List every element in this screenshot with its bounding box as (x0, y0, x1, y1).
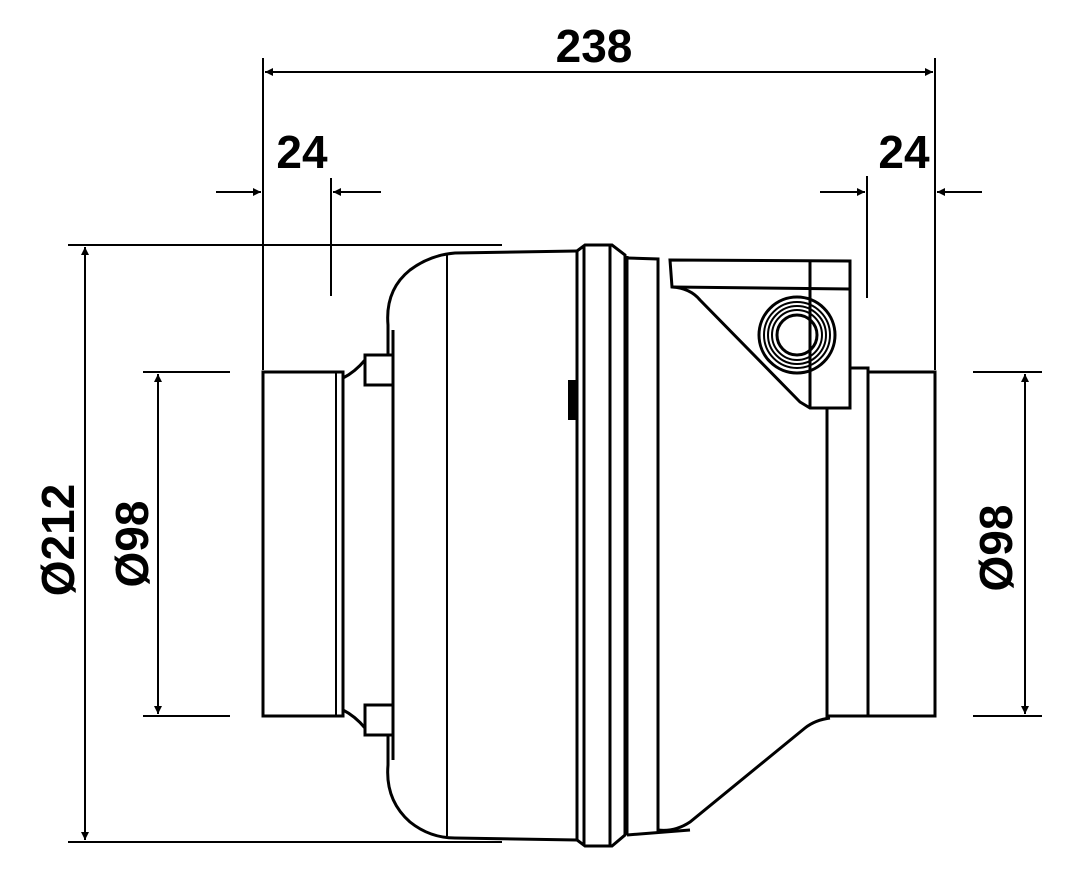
dimension-right-duct-diameter: Ø98 (970, 371, 1042, 717)
center-flange (568, 243, 629, 848)
dimension-right-spigot: 24 (820, 126, 982, 298)
right-duct-diameter-label: Ø98 (970, 505, 1022, 592)
dimension-housing-diameter: Ø212 (32, 244, 502, 843)
left-spigot-label: 24 (276, 126, 328, 178)
terminal-bracket (668, 258, 852, 410)
right-housing (626, 256, 831, 837)
cable-gland-icon (757, 295, 837, 375)
left-housing (386, 249, 578, 842)
left-duct-diameter-label: Ø98 (106, 501, 158, 588)
housing-diameter-label: Ø212 (32, 484, 84, 597)
fan-body (261, 243, 937, 848)
right-spigot-label: 24 (878, 126, 930, 178)
left-duct-spigot (261, 353, 395, 737)
overall-length-label: 238 (556, 20, 633, 72)
dimension-overall-length: 238 (262, 20, 936, 370)
dimension-left-duct-diameter: Ø98 (106, 371, 230, 717)
right-duct-spigot (827, 366, 937, 718)
flange-clip (568, 380, 576, 420)
dimension-left-spigot: 24 (216, 126, 381, 296)
